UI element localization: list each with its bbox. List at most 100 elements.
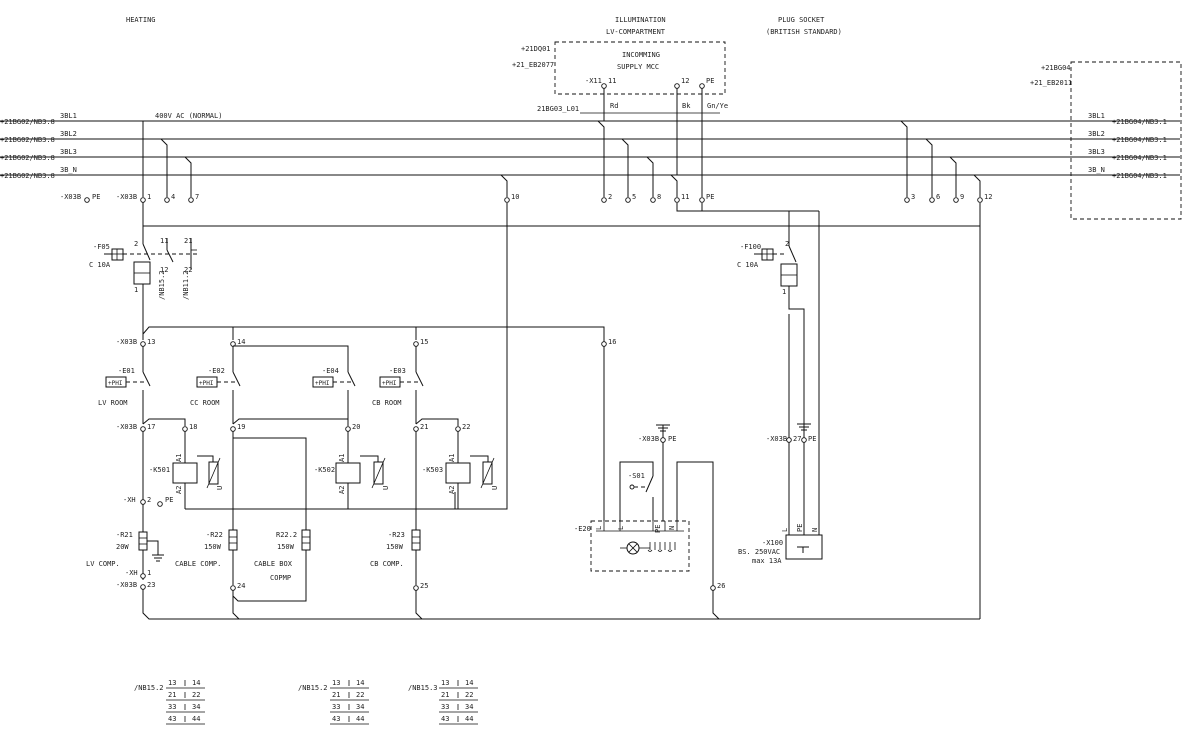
terminal-label: PE — [706, 193, 714, 201]
bus-left-ref-l3: +21BG02/NB3.8 — [0, 154, 55, 162]
terminal-label: 7 — [195, 193, 199, 201]
breaker-f05: -F05 C 10A 2 1 11 12 21 22 /NB15.2 /NB11… — [89, 202, 200, 300]
x03b-pe-socket: PE — [808, 435, 816, 443]
thermostat-e02: -E02 +PHI CC ROOM — [190, 367, 241, 424]
relay-pin: U — [491, 486, 499, 490]
supply-tpe: PE — [706, 77, 714, 85]
socket-pin: L — [781, 528, 789, 532]
bus-right-name-l3: 3BL3 — [1088, 148, 1105, 156]
thermostat-label: CB ROOM — [372, 399, 402, 407]
contact-cell: 34 — [192, 703, 200, 711]
lamp-pin: L — [595, 526, 603, 530]
f05-aux-12: 12 — [160, 266, 168, 274]
relay-tag: -K502 — [314, 466, 335, 474]
wire-bk: Bk — [682, 102, 691, 110]
lamp-circuit: -X03B PE -S01 -E20 L L PE N — [574, 346, 714, 586]
contact-cell: 13 — [332, 679, 340, 687]
bus-bars — [0, 120, 1180, 176]
contact-cell: 13 — [168, 679, 176, 687]
socket-pin: PE — [796, 524, 804, 532]
terminal-row-3: -X03B 17 18 19 20 21 22 — [116, 418, 470, 432]
f100-pin1: 1 — [782, 288, 786, 296]
heater-tag: -R21 — [116, 531, 133, 539]
x03b-label-row3: -X03B — [116, 423, 137, 431]
xh-terminals: -XH 2 PE — [123, 496, 173, 532]
terminal-label: 9 — [960, 193, 964, 201]
supply-x11: -X11 — [585, 77, 602, 85]
heading-british-standard: (BRITISH STANDARD) — [766, 28, 842, 36]
thermostat-e01: -E01 +PHI LV ROOM — [98, 367, 151, 424]
contact-cell: 21 — [332, 691, 340, 699]
terminal-label: 19 — [237, 423, 245, 431]
terminal-label: 23 — [147, 581, 155, 589]
f05-pin1: 1 — [134, 286, 138, 294]
bus-right-name-l1: 3BL1 — [1088, 112, 1105, 120]
xh2-label: -XH — [125, 569, 138, 577]
bus-name-l1: 3BL1 — [60, 112, 77, 120]
terminal-label: 16 — [608, 338, 616, 346]
contact-cell: 21 — [168, 691, 176, 699]
bus-right-name-n: 3B_N — [1088, 166, 1105, 174]
switch-tag: -S01 — [628, 472, 645, 480]
bus-right-ref-n: +21BG04/NB3.1 — [1112, 172, 1167, 180]
thermostat-e03: -E03 +PHI CB ROOM — [372, 367, 424, 424]
thermostat-symbol: +PHI — [199, 380, 214, 387]
top-terminals: 1 4 7 10 2 5 8 11 PE 3 6 9 12 — [140, 193, 992, 203]
bus-name-l3: 3BL3 — [60, 148, 77, 156]
heater-label: LV COMP. — [86, 560, 120, 568]
relay-pin: A2 — [175, 486, 183, 494]
wire-rd: Rd — [610, 102, 618, 110]
f05-aux-ref-2: /NB11.2 — [182, 270, 190, 300]
terminal-label: 26 — [717, 582, 725, 590]
terminal-label: 12 — [984, 193, 992, 201]
terminal-label: 24 — [237, 582, 245, 590]
terminal-label: 6 — [936, 193, 940, 201]
heading-illumination: ILLUMINATION — [615, 16, 666, 24]
heater-rating: 20W — [116, 543, 129, 551]
terminal-label: 17 — [147, 423, 155, 431]
contact-cell: 21 — [441, 691, 449, 699]
relay-pin: A1 — [175, 454, 183, 462]
terminal-label: 22 — [462, 423, 470, 431]
contact-table-1: /NB15.2 13 14 21 22 33 34 43 44 — [134, 679, 205, 725]
thermostat-e04: -E04 +PHI — [312, 367, 356, 424]
terminal-pe-left — [84, 197, 90, 203]
heater-rating: 150W — [386, 543, 404, 551]
relay-pin: A2 — [338, 486, 346, 494]
contact-cell: 43 — [332, 715, 340, 723]
contact-cell: 44 — [356, 715, 364, 723]
bus-right-ref-l3: +21BG04/NB3.1 — [1112, 154, 1167, 162]
contact-cell: 43 — [168, 715, 176, 723]
contact-cell: 33 — [168, 703, 176, 711]
contact-cell: 33 — [332, 703, 340, 711]
socket-tag: -X100 — [762, 539, 783, 547]
contact-cell: 44 — [192, 715, 200, 723]
x03b-label-bottom: -X03B — [116, 581, 137, 589]
thermostat-label: LV ROOM — [98, 399, 128, 407]
bus-drops — [0, 88, 981, 197]
x03b-label-main: -X03B — [116, 193, 137, 201]
heater-label: CB COMP. — [370, 560, 404, 568]
contact-cell: 14 — [465, 679, 473, 687]
panel-ref-2: +21_EB2011 — [1030, 79, 1072, 87]
thermostat-tag: -E01 — [118, 367, 135, 375]
terminal-label: 3 — [911, 193, 915, 201]
thermostat-symbol: +PHI — [108, 380, 123, 387]
socket-pin: N — [811, 528, 819, 532]
thermostat-symbol: +PHI — [382, 380, 397, 387]
heater-tag: -R23 — [388, 531, 405, 539]
heater-label: CABLE BOX — [254, 560, 293, 568]
terminal-label: 20 — [352, 423, 360, 431]
panel-21bg04-box: +21BG04 +21_EB2011 — [1030, 61, 1182, 220]
f05-aux-11: 11 — [160, 237, 168, 245]
contact-cell: 43 — [441, 715, 449, 723]
terminal-label: 25 — [420, 582, 428, 590]
relay-k501: -K501 A1 A2 U — [149, 431, 224, 509]
heater-rating: 150W — [277, 543, 295, 551]
socket-max: max 13A — [752, 557, 782, 565]
x03b-label-row2: -X03B — [116, 338, 137, 346]
bus-right-name-l2: 3BL2 — [1088, 130, 1105, 138]
terminal-label: 14 — [237, 338, 245, 346]
supply-cable-id: 21BG03_L01 — [537, 105, 579, 113]
terminal-label: 13 — [147, 338, 155, 346]
